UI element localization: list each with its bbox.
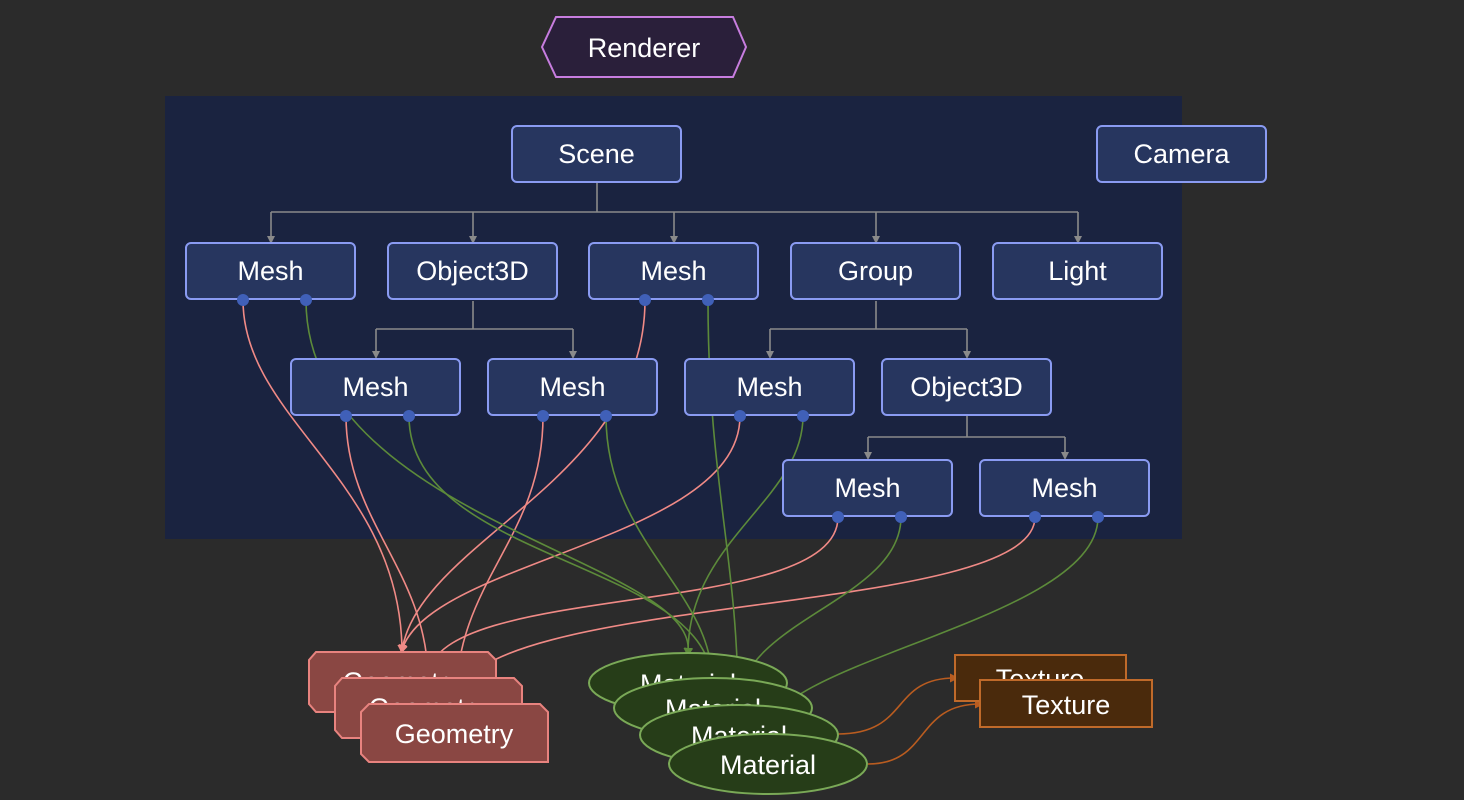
mesh-node[interactable]: Mesh (782, 459, 953, 517)
geometry-port[interactable] (832, 511, 844, 523)
texture-edges (837, 673, 984, 765)
camera-node[interactable]: Camera (1096, 125, 1267, 183)
geometry-label: Geometry (395, 719, 514, 749)
material-stack: Material Material Material Material (588, 652, 868, 795)
geometry-port[interactable] (734, 410, 746, 422)
material-port[interactable] (600, 410, 612, 422)
material-label: Material (720, 750, 816, 780)
texture-node[interactable]: Texture (979, 679, 1153, 728)
material-node[interactable]: Material (668, 733, 868, 795)
mesh-node[interactable]: Mesh (979, 459, 1150, 517)
material-port[interactable] (1092, 511, 1104, 523)
texture-label: Texture (1022, 690, 1111, 720)
mesh-node[interactable]: Mesh (588, 242, 759, 300)
material-port[interactable] (702, 294, 714, 306)
mesh-node[interactable]: Mesh (487, 358, 658, 416)
object3d-node[interactable]: Object3D (387, 242, 558, 300)
renderer-label: Renderer (588, 33, 701, 63)
geometry-port[interactable] (639, 294, 651, 306)
tree-edges (267, 183, 1082, 460)
mesh-node[interactable]: Mesh (290, 358, 461, 416)
light-node[interactable]: Light (992, 242, 1163, 300)
group-node[interactable]: Group (790, 242, 961, 300)
texture-stack: Texture Texture (954, 654, 1153, 728)
geometry-port[interactable] (340, 410, 352, 422)
material-port[interactable] (797, 410, 809, 422)
renderer-node[interactable]: Renderer (540, 16, 748, 78)
mesh-node[interactable]: Mesh (185, 242, 356, 300)
geometry-port[interactable] (1029, 511, 1041, 523)
geometry-node[interactable]: Geometry (360, 703, 549, 763)
mesh-node[interactable]: Mesh (684, 358, 855, 416)
material-port[interactable] (403, 410, 415, 422)
geometry-port[interactable] (537, 410, 549, 422)
object3d-node[interactable]: Object3D (881, 358, 1052, 416)
geometry-port[interactable] (237, 294, 249, 306)
geometry-stack: Geometry Geometry Geometry (308, 651, 549, 763)
scene-node[interactable]: Scene (511, 125, 682, 183)
material-port[interactable] (300, 294, 312, 306)
material-port[interactable] (895, 511, 907, 523)
